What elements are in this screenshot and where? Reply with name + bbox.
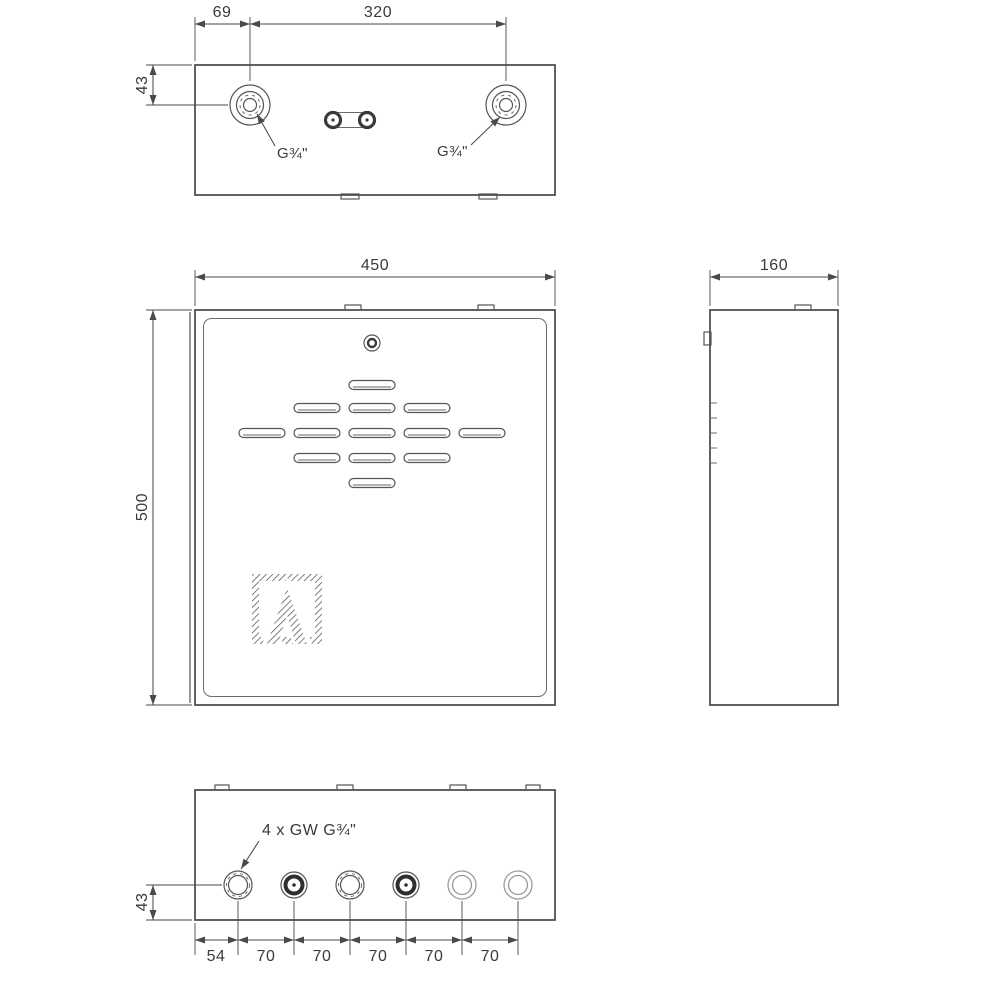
plugged-port-4 — [392, 871, 420, 899]
mounting-tab — [214, 784, 230, 791]
connections-callout: 4 x GW G¾" — [240, 822, 356, 870]
dim-top-horizontal: 69 320 — [194, 4, 507, 81]
logo-arrow-icon — [267, 588, 307, 644]
dim-69: 69 — [213, 4, 232, 21]
top-port-left — [229, 84, 271, 126]
dim-side-160: 160 — [709, 257, 839, 306]
vent-slot — [403, 452, 451, 464]
dim-43-top: 43 — [134, 76, 151, 95]
top-port-right — [485, 84, 527, 126]
side-vent-ticks — [710, 402, 717, 464]
brand-logo — [252, 574, 322, 649]
vent-slot — [403, 402, 451, 414]
lock-screw — [363, 334, 381, 352]
mounting-tab — [449, 784, 467, 791]
connections-label: 4 x GW G¾" — [262, 822, 356, 839]
threaded-port-3 — [335, 870, 365, 900]
thread-label-left: G¾" — [256, 113, 308, 162]
vent-slot — [348, 427, 396, 439]
dim-chain-70-1: 70 — [257, 948, 276, 965]
mounting-tab — [794, 304, 812, 311]
mounting-tab — [344, 304, 362, 311]
dim-320: 320 — [364, 4, 392, 21]
vent-slot — [348, 452, 396, 464]
side-hinge — [703, 331, 712, 346]
top-view: G¾" G¾" 69 320 43 — [134, 4, 556, 200]
dim-bottom-43: 43 — [134, 884, 222, 921]
dim-front-450: 450 — [194, 257, 556, 306]
vent-slot — [238, 427, 286, 439]
dim-top-43: 43 — [134, 64, 228, 106]
bottom-view: 4 x GW G¾" 43 54 70 70 70 — [134, 784, 556, 965]
mounting-tab — [477, 304, 495, 311]
dim-chain-70-5: 70 — [481, 948, 500, 965]
dim-chain-70-3: 70 — [369, 948, 388, 965]
thread-label-right: G¾" — [437, 116, 501, 160]
vent-slot — [348, 379, 396, 391]
thread-label-left-text: G¾" — [277, 145, 308, 162]
dim-chain-54: 54 — [207, 948, 226, 965]
dim-chain-70-2: 70 — [313, 948, 332, 965]
knockout-port-6 — [503, 870, 533, 900]
mounting-tab — [340, 193, 360, 200]
threaded-port-1 — [223, 870, 253, 900]
plugged-port-2 — [280, 871, 308, 899]
dim-450: 450 — [361, 257, 389, 274]
mounting-tab — [336, 784, 354, 791]
dim-bottom-chain: 54 70 70 70 70 70 — [194, 901, 519, 965]
dim-500: 500 — [134, 493, 151, 521]
side-view: 160 — [703, 257, 839, 706]
knockout-port-5 — [447, 870, 477, 900]
thread-label-right-text: G¾" — [437, 143, 468, 160]
dim-43-bottom: 43 — [134, 893, 151, 912]
top-center-ports — [323, 110, 377, 130]
dim-front-500: 500 — [134, 309, 192, 706]
vent-slot — [293, 402, 341, 414]
vent-slot — [458, 427, 506, 439]
vent-slot — [293, 427, 341, 439]
dim-160: 160 — [760, 257, 788, 274]
vent-slot — [348, 477, 396, 489]
vent-slot — [403, 427, 451, 439]
vent-slot — [293, 452, 341, 464]
vent-slot — [348, 402, 396, 414]
vent-slots — [238, 379, 506, 489]
front-view: 450 500 — [134, 257, 556, 706]
mounting-tab — [525, 784, 541, 791]
dim-chain-70-4: 70 — [425, 948, 444, 965]
mounting-tab — [478, 193, 498, 200]
